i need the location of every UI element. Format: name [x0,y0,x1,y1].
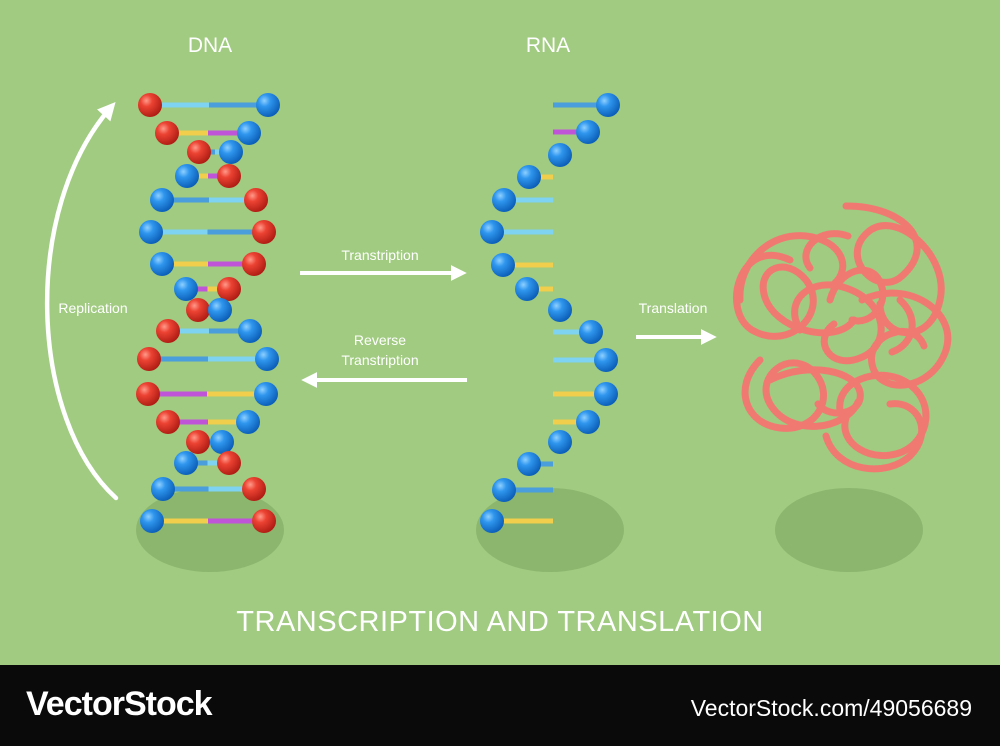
rna-nucleotide [576,410,600,434]
dna-title: DNA [187,34,233,57]
rna-nucleotide [548,298,572,322]
dna-nucleotide-right [256,93,280,117]
replication-arrow [45,101,119,501]
rna-nucleotide [480,509,504,533]
translation-label: Translation [638,300,708,316]
dna-nucleotide-right [252,509,276,533]
dna-nucleotide-left [139,220,163,244]
dna-nucleotide-left [186,430,210,454]
dna-nucleotide-left [150,252,174,276]
dna-nucleotide-left [137,347,161,371]
rna-nucleotide [594,348,618,372]
dna-nucleotide-left [175,164,199,188]
footer-logo: VectorStock [26,685,213,723]
dna-nucleotide-left [186,298,210,322]
rna-nucleotide [517,165,541,189]
dna-nucleotide-right [210,430,234,454]
rna-nucleotide [492,188,516,212]
dna-nucleotide-right [242,252,266,276]
dna-nucleotide-right [208,298,232,322]
rna-nucleotide [548,143,572,167]
rna-nucleotide [576,120,600,144]
rna-nucleotide [594,382,618,406]
protein-shadow [775,488,923,572]
page-title: TRANSCRIPTION AND TRANSLATION [236,606,764,638]
dna-nucleotide-right [219,140,243,164]
replication-label: Replication [58,300,128,316]
dna-nucleotide-right [238,319,262,343]
dna-nucleotide-left [151,477,175,501]
dna-nucleotide-left [174,451,198,475]
dna-nucleotide-right [237,121,261,145]
reverse-label-line2: Transtription [341,352,419,368]
dna-nucleotide-left [150,188,174,212]
dna-nucleotide-right [217,164,241,188]
dna-nucleotide-left [187,140,211,164]
dna-nucleotide-right [217,277,241,301]
reverse-label-line1: Reverse [353,332,407,348]
dna-nucleotide-right [242,477,266,501]
rna-nucleotide [515,277,539,301]
rna-nucleotide [548,430,572,454]
rna-nucleotide [517,452,541,476]
footer-bar: VectorStock VectorStock.com/49056689 [0,665,1000,746]
dna-nucleotide-right [244,188,268,212]
protein-tangle-icon [733,202,952,473]
reverse-transcription-label: Reverse Transtription [300,330,460,370]
dna-nucleotide-left [138,93,162,117]
rna-nucleotide [491,253,515,277]
rna-nucleotide [492,478,516,502]
diagram-canvas [45,93,952,572]
rna-strand-icon [480,93,620,533]
rna-shadow [476,488,624,572]
rna-nucleotide [480,220,504,244]
transcription-label: Transtription [341,247,419,263]
dna-nucleotide-right [236,410,260,434]
dna-nucleotide-left [174,277,198,301]
footer-url: VectorStock.com/49056689 [690,695,972,721]
dna-nucleotide-left [156,410,180,434]
rna-title: RNA [525,34,571,57]
dna-nucleotide-left [140,509,164,533]
dna-nucleotide-right [252,220,276,244]
rna-nucleotide [596,93,620,117]
dna-nucleotide-right [255,347,279,371]
dna-double-helix-icon [136,93,280,533]
dna-shadow [136,488,284,572]
dna-nucleotide-left [156,319,180,343]
dna-nucleotide-right [254,382,278,406]
dna-nucleotide-left [155,121,179,145]
rna-nucleotide [579,320,603,344]
dna-nucleotide-left [136,382,160,406]
dna-nucleotide-right [217,451,241,475]
